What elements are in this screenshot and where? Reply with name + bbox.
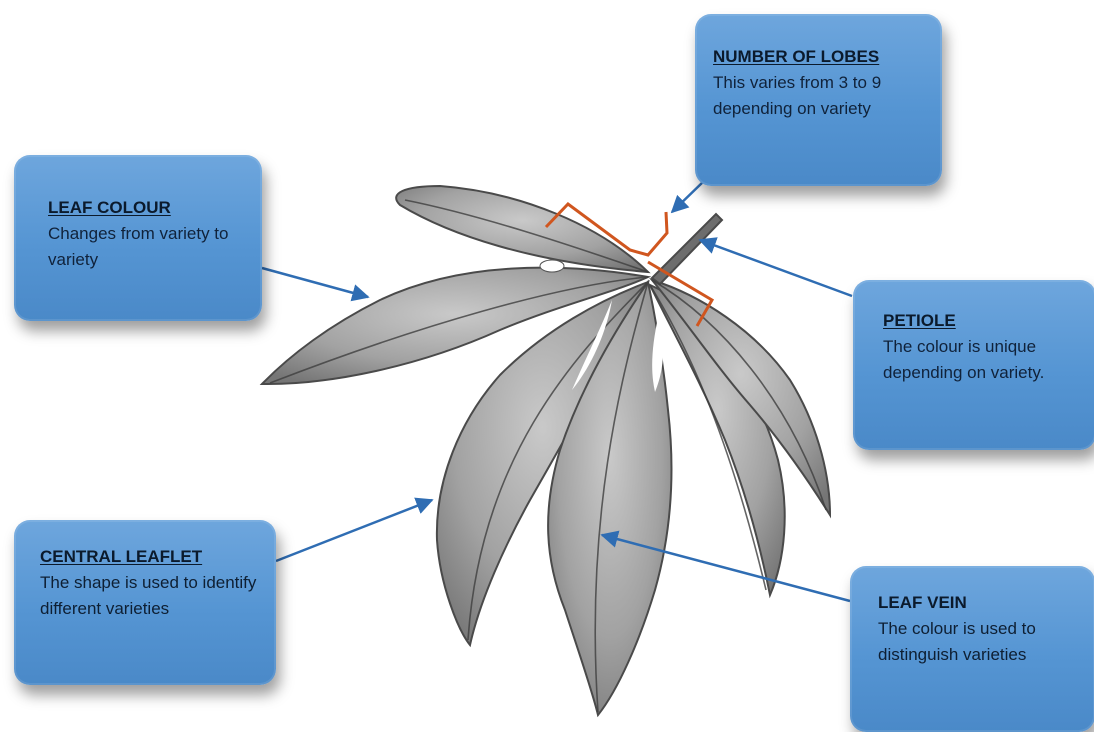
callout-number-of-lobes: NUMBER OF LOBES This varies from 3 to 9 … — [695, 14, 942, 186]
callout-petiole: PETIOLE The colour is unique depending o… — [853, 280, 1094, 450]
petiole-stem — [652, 214, 722, 284]
callout-text: Changes from variety to variety — [48, 221, 248, 273]
leaf-hole — [540, 260, 564, 272]
callout-leaf-colour: LEAF COLOUR Changes from variety to vari… — [14, 155, 262, 321]
arrow-central — [276, 500, 432, 561]
callout-text: This varies from 3 to 9 depending on var… — [713, 70, 928, 122]
callout-text: The shape is used to identify different … — [40, 570, 262, 622]
arrow-colour — [262, 268, 368, 297]
callout-text: The colour is unique depending on variet… — [883, 334, 1082, 386]
callout-title: LEAF COLOUR — [48, 195, 248, 221]
callout-title: PETIOLE — [883, 308, 1082, 334]
callout-text: The colour is used to distinguish variet… — [878, 616, 1081, 668]
callout-title: CENTRAL LEAFLET — [40, 544, 262, 570]
callout-title: LEAF VEIN — [878, 590, 1081, 616]
arrow-lobes — [672, 180, 705, 212]
callout-central-leaflet: CENTRAL LEAFLET The shape is used to ide… — [14, 520, 276, 685]
callout-title: NUMBER OF LOBES — [713, 44, 928, 70]
arrow-petiole — [700, 240, 852, 296]
callout-leaf-vein: LEAF VEIN The colour is used to distingu… — [850, 566, 1094, 732]
